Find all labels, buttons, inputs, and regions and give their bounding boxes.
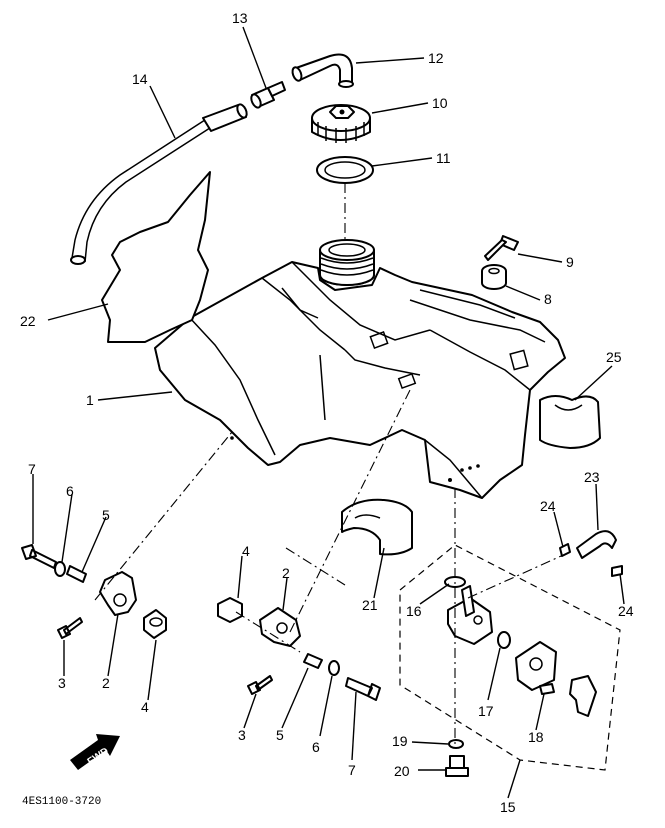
breather-hose-bent [291,53,354,88]
tank-damper-center [341,498,413,556]
left-bolt [21,544,57,569]
center-washer [328,660,340,676]
callout-6-left: 6 [66,483,74,499]
leader-lines [32,26,625,799]
assembly-lines [94,183,571,745]
callout-2-center: 2 [282,565,290,581]
callout-25: 25 [606,349,622,365]
left-washer [54,561,66,577]
callout-4-left: 4 [141,699,149,715]
callout-18: 18 [528,729,544,745]
callout-16: 16 [406,603,422,619]
fuel-cock-o-ring [497,631,511,649]
center-grommet [217,597,243,623]
callout-12: 12 [428,50,444,66]
center-bolt [345,677,381,701]
callout-24-upper: 24 [540,498,556,514]
callout-1: 1 [86,392,94,408]
callout-13: 13 [232,10,248,26]
fuel-hose [576,530,617,559]
fuel-cock-lever [569,675,597,717]
center-screw [247,675,273,695]
tank-damper-right [539,395,601,449]
cap-gasket [316,156,374,184]
fuel-cap [311,104,371,143]
callout-7-center: 7 [348,762,356,778]
left-grommet [143,609,167,639]
callout-3-left: 3 [58,675,66,691]
tank-decal-panel [101,171,211,343]
breather-hose [70,103,248,265]
drain-washer [448,739,464,749]
center-collar [303,653,323,669]
figure-code: 4ES1100-3720 [22,796,101,808]
callout-5-center: 5 [276,727,284,743]
breather-check-valve [250,81,286,109]
left-collar [66,565,87,583]
callout-19: 19 [392,733,408,749]
callout-20: 20 [394,763,410,779]
fuel-cock [447,597,493,645]
callout-24-lower: 24 [618,603,634,619]
left-bracket [99,571,137,616]
callout-9: 9 [566,254,574,270]
callout-5-left: 5 [102,507,110,523]
callout-11: 11 [436,150,451,166]
callout-15: 15 [500,799,516,815]
left-mount-bracket-group [21,544,167,639]
fwd-arrow-icon: FWD [70,734,120,770]
fuel-cock-plate [515,641,557,691]
center-bracket [259,607,301,647]
callout-2-left: 2 [102,675,110,691]
callout-3-center: 3 [238,727,246,743]
callout-22: 22 [20,313,36,329]
fuel-tank [154,239,566,499]
callout-4-center: 4 [242,543,250,559]
tank-screw [484,235,519,261]
callout-14: 14 [132,71,148,87]
callout-17: 17 [478,703,494,719]
hose-clip-lower [611,565,623,577]
callout-7-left: 7 [28,461,36,477]
callout-21: 21 [362,597,378,613]
fuel-cock-screw [539,683,555,695]
left-screw [57,617,83,639]
fuel-cock-assembly [399,530,623,777]
callout-10: 10 [432,95,448,111]
drain-screw [445,755,469,777]
callout-6-center: 6 [312,739,320,755]
callout-23: 23 [584,469,600,485]
center-mount-bracket-group [217,597,381,701]
callout-8: 8 [544,291,552,307]
callout-labels: 13 12 14 10 11 9 8 22 25 1 7 6 5 23 24 4… [20,10,634,815]
tank-collar [481,264,507,290]
